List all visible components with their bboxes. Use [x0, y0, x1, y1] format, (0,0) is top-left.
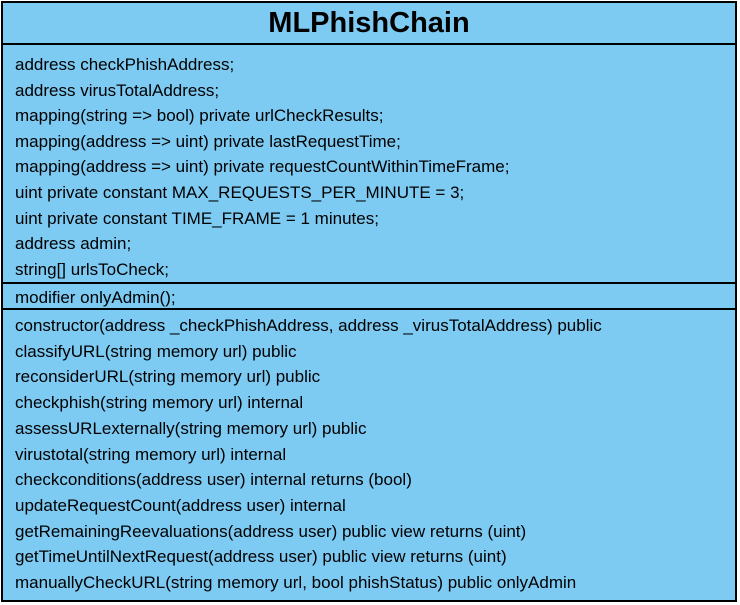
attributes-section: address checkPhishAddress; address virus… [3, 45, 735, 284]
modifier: modifier onlyAdmin(); [15, 288, 176, 307]
attribute: address checkPhishAddress; [15, 55, 235, 74]
operation: manuallyCheckURL(string memory url, bool… [15, 573, 577, 593]
operation: updateRequestCount(address user) interna… [15, 495, 346, 515]
attribute: address virusTotalAddress; [15, 80, 220, 100]
operation: virustotal(string memory url) internal [15, 444, 287, 464]
modifiers-section: modifier onlyAdmin(); [3, 284, 735, 310]
operation: reconsiderURL(string memory url) public [15, 367, 321, 387]
operation: getTimeUntilNextRequest(address user) pu… [15, 547, 507, 567]
operation: checkconditions(address user) internal r… [15, 470, 412, 490]
class-name: MLPhishChain [3, 3, 735, 45]
attribute: uint private constant TIME_FRAME = 1 min… [15, 208, 379, 228]
attribute: mapping(address => uint) private request… [15, 157, 510, 177]
operation: checkphish(string memory url) internal [15, 393, 304, 413]
operations-section: constructor(address _checkPhishAddress, … [3, 310, 735, 600]
attribute: mapping(address => uint) private lastReq… [15, 131, 401, 151]
attribute: string[] urlsToCheck; [15, 259, 169, 279]
operation: classifyURL(string memory url) public [15, 341, 297, 361]
attribute: mapping(string => bool) private urlCheck… [15, 106, 384, 126]
operation: constructor(address _checkPhishAddress, … [15, 316, 602, 335]
operation: assessURLexternally(string memory url) p… [15, 418, 367, 438]
attribute: address admin; [15, 234, 132, 254]
operation: getRemainingReevaluations(address user) … [15, 521, 527, 541]
attribute: uint private constant MAX_REQUESTS_PER_M… [15, 182, 465, 202]
